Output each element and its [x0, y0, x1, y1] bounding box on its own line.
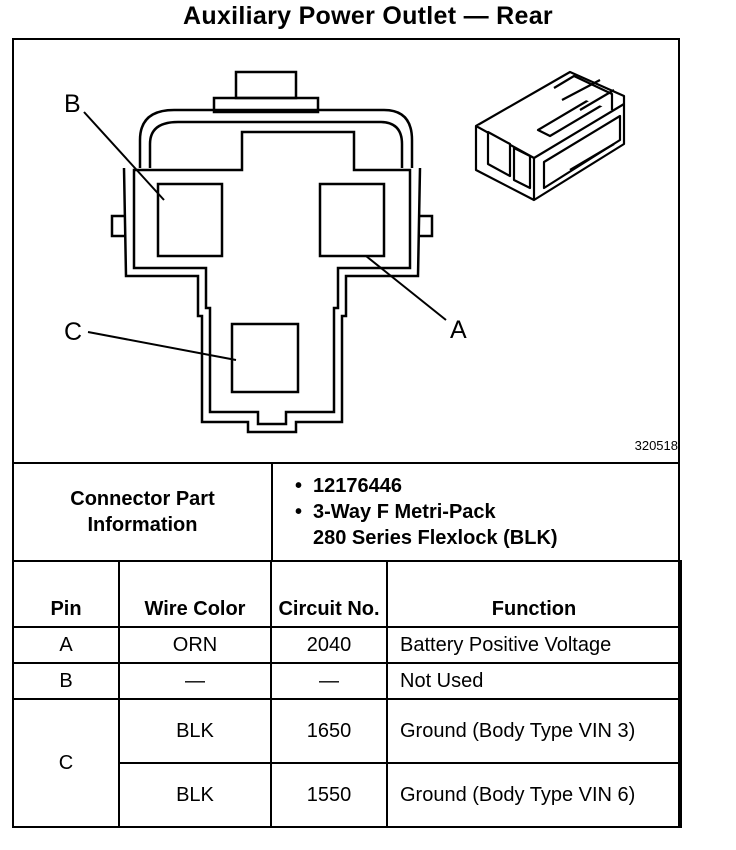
circuit-cell: 1650	[270, 698, 388, 764]
page-title: Auxiliary Power Outlet — Rear	[183, 2, 553, 30]
pin-cell: C	[12, 698, 120, 828]
header-circuit-no: Circuit No.	[270, 560, 388, 628]
wire-cell: ORN	[118, 626, 272, 664]
table-row: B — — Not Used	[12, 662, 682, 700]
callout-c: C	[64, 318, 82, 346]
diagram-frame	[12, 38, 680, 828]
function-cell: Not Used	[386, 662, 682, 700]
header-function: Function	[386, 560, 682, 628]
table-row: BLK 1550 Ground (Body Type VIN 6)	[13, 762, 682, 828]
function-cell: Battery Positive Voltage	[386, 626, 682, 664]
header-wire-color: Wire Color	[118, 560, 272, 628]
circuit-cell: 1550	[270, 762, 388, 828]
connector-series: 280 Series Flexlock (BLK)	[313, 527, 558, 549]
connector-diagram: B A C	[64, 70, 626, 434]
connector-info-values: 12176446 3-Way F Metri-Pack 280 Series F…	[271, 462, 680, 562]
function-cell: Ground (Body Type VIN 6)	[386, 762, 682, 828]
circuit-cell: 2040	[270, 626, 388, 664]
callout-b: B	[64, 90, 81, 118]
circuit-cell: —	[270, 662, 388, 700]
callout-a: A	[450, 316, 467, 344]
wire-cell: BLK	[118, 698, 272, 764]
connector-info-label: Connector Part Information	[12, 462, 273, 562]
figure-number: 320518	[634, 438, 678, 453]
wire-cell: —	[118, 662, 272, 700]
table-row: A ORN 2040 Battery Positive Voltage	[12, 626, 682, 664]
pinout-table: Pin Wire Color Circuit No. Function A OR…	[12, 560, 682, 828]
header-pin: Pin	[12, 560, 120, 628]
function-cell: Ground (Body Type VIN 3)	[386, 698, 682, 764]
pin-cell: A	[12, 626, 120, 664]
connector-type: 3-Way F Metri-Pack	[295, 499, 677, 525]
connector-info-table: Connector Part Information 12176446 3-Wa…	[12, 462, 680, 562]
wire-cell: BLK	[118, 762, 272, 828]
pin-cell: B	[12, 662, 120, 700]
part-number: 12176446	[295, 473, 677, 499]
table-row: C BLK 1650 Ground (Body Type VIN 3)	[12, 698, 682, 828]
